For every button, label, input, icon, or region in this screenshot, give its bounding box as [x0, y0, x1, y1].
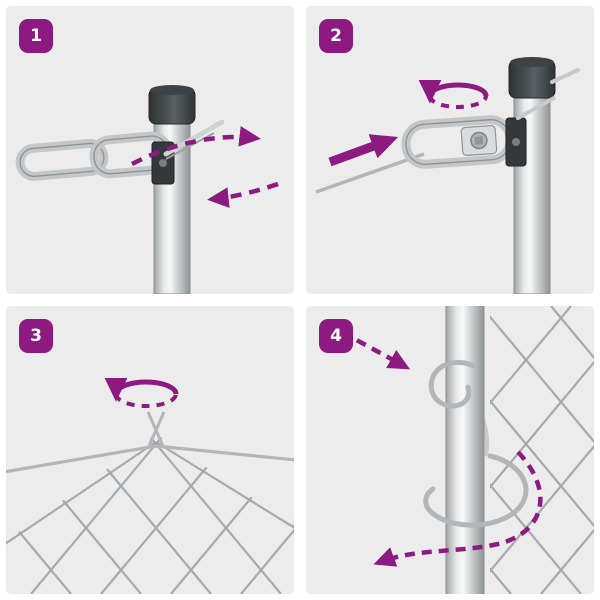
step-1-illustration	[15, 85, 279, 294]
wrap-wire	[423, 453, 529, 528]
step-panel-4: 4	[306, 306, 594, 594]
step-number: 1	[30, 26, 42, 46]
step-badge-3: 3	[19, 319, 53, 353]
wire-tensioner	[401, 96, 556, 169]
step-number: 4	[330, 326, 342, 346]
spindle	[474, 136, 484, 145]
chain-link-mesh	[490, 306, 594, 594]
step-badge-2: 2	[319, 19, 353, 53]
rotation-arrow-icon	[418, 79, 489, 109]
step-badge-1: 1	[19, 19, 53, 53]
step-2-illustration	[315, 57, 580, 294]
step-panel-1: 1	[6, 6, 294, 294]
step-4-illustration	[340, 306, 594, 594]
tension-wire	[6, 444, 294, 474]
wire-twist	[146, 411, 166, 447]
wire-tensioner	[15, 131, 173, 181]
post-cap-top	[150, 85, 194, 95]
step-3-illustration	[6, 377, 294, 594]
step-badge-4: 4	[319, 319, 353, 353]
cap-pin	[550, 68, 580, 84]
tension-wire	[315, 152, 425, 194]
solid-arrow-right-icon	[328, 134, 399, 167]
wire-hook	[428, 360, 477, 409]
step-number: 2	[330, 26, 342, 46]
dashed-arrow-down-icon	[340, 330, 411, 370]
dashed-wrap-arrow-icon	[373, 450, 543, 567]
rotation-arrow-icon	[104, 377, 179, 408]
dashed-arrow-left-icon	[207, 181, 279, 208]
fence-post	[148, 85, 196, 294]
step-panel-3: 3	[6, 306, 294, 594]
post-cap-top	[510, 57, 554, 67]
bracket-hook	[516, 96, 556, 120]
fence-post	[445, 306, 485, 594]
fence-post	[508, 57, 580, 294]
dashed-arrow-right-icon	[130, 126, 261, 166]
mesh-top-edge	[6, 441, 294, 545]
instruction-sheet: 1	[6, 6, 594, 594]
step-panel-2: 2	[306, 6, 594, 294]
step-number: 3	[30, 326, 42, 346]
